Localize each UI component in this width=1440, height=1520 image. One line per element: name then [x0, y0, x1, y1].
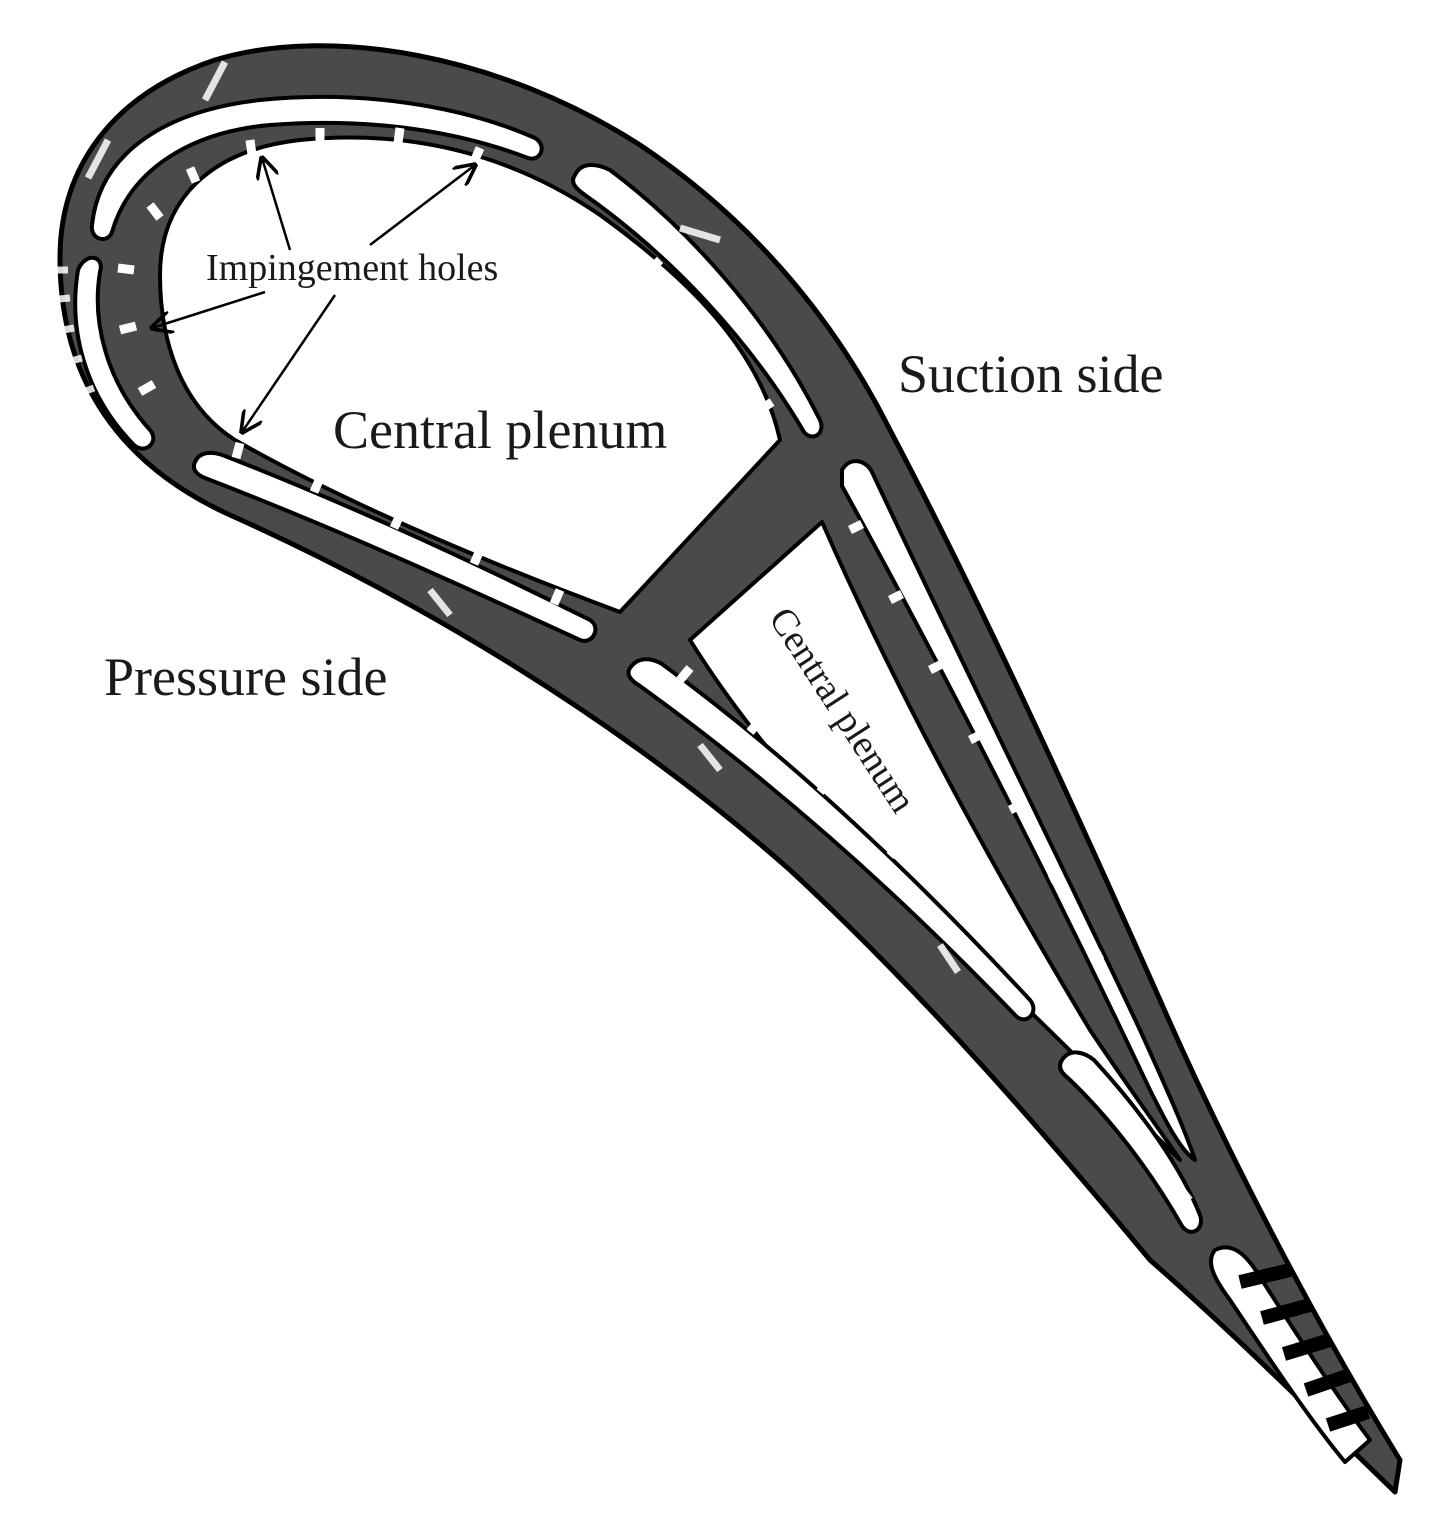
central-plenum-main-label: Central plenum — [333, 400, 667, 460]
ps-channel-2 — [626, 657, 1036, 1022]
film-cooling-marks — [45, 60, 1193, 1203]
te-pin-fins — [1238, 1263, 1371, 1432]
le-channel-upper — [89, 95, 544, 242]
ss-channel-1 — [571, 163, 824, 439]
ps-channel-3 — [1058, 1050, 1203, 1234]
le-channel-nose — [73, 255, 156, 451]
pressure-side-label: Pressure side — [104, 647, 387, 707]
impingement-hole-marks — [117, 127, 1105, 985]
ps-channel-1 — [191, 450, 598, 643]
impingement-holes-label: Impingement holes — [206, 247, 498, 289]
impingement-arrows — [152, 158, 475, 432]
central-plenum-main-cavity — [158, 135, 782, 614]
suction-side-label: Suction side — [898, 344, 1164, 404]
